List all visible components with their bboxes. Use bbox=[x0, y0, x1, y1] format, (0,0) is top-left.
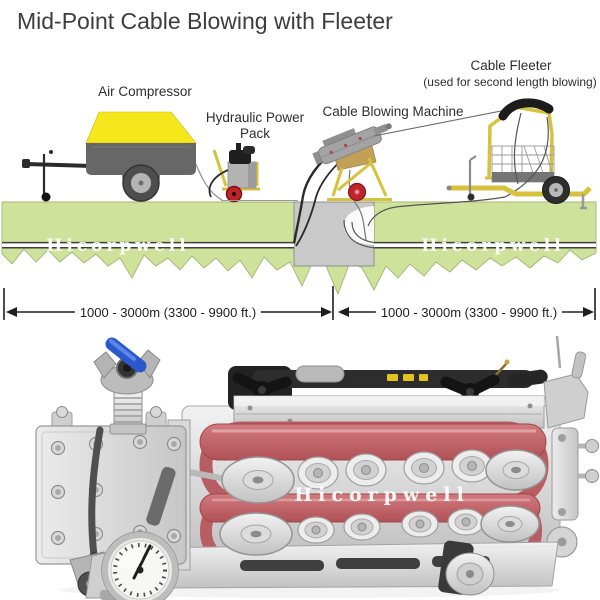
label-air-compressor: Air Compressor bbox=[98, 84, 192, 99]
watermark-right: Hicorpwell bbox=[421, 236, 565, 256]
air-compressor-illustration bbox=[22, 111, 223, 202]
machine-photo bbox=[35, 335, 599, 600]
small-roller bbox=[297, 456, 339, 490]
air-inlet-valve bbox=[93, 337, 161, 435]
label-cable-fleeter-note: (used for second length blowing) bbox=[423, 75, 597, 89]
underground-duct-right bbox=[374, 241, 596, 249]
label-cable-fleeter: Cable Fleeter bbox=[470, 58, 552, 73]
release-lever bbox=[88, 426, 104, 560]
right-end-bracket bbox=[543, 335, 599, 521]
cable-pit bbox=[293, 201, 375, 267]
base-plate bbox=[147, 541, 559, 589]
cable-blowing-machine-illustration bbox=[292, 123, 392, 247]
side-roller-hub bbox=[557, 537, 567, 547]
gauge-needle bbox=[132, 544, 152, 580]
measurement-label-right: 1000 - 3000m (3300 - 9900 ft.) bbox=[375, 304, 563, 321]
measurement-label-left: 1000 - 3000m (3300 - 9900 ft.) bbox=[74, 304, 262, 321]
small-roller bbox=[403, 451, 445, 485]
small-roller bbox=[297, 516, 335, 544]
blowing-cable bbox=[373, 108, 512, 137]
cable-guide-cap bbox=[498, 98, 554, 121]
small-roller bbox=[345, 453, 387, 487]
label-hydraulic-power-pack: Hydraulic Power Pack bbox=[206, 110, 304, 142]
hydraulic-power-pack-illustration bbox=[208, 143, 260, 203]
watermark-left: Hicorpwell bbox=[46, 236, 190, 256]
small-roller bbox=[447, 508, 485, 536]
caster-wheel-right bbox=[438, 540, 495, 596]
watermark-photo: Hicorpwell bbox=[294, 484, 470, 506]
cable-blowing-diagram bbox=[1, 98, 597, 320]
label-hydraulic-power-pack-line1: Hydraulic Power bbox=[205, 110, 305, 125]
underground-duct-left bbox=[2, 241, 294, 249]
label-hydraulic-power-pack-line2: Pack bbox=[239, 126, 271, 141]
page-title: Mid-Point Cable Blowing with Fleeter bbox=[17, 8, 393, 34]
roller-row-bottom bbox=[219, 505, 540, 556]
fleeter-ground-cable bbox=[367, 196, 506, 227]
roller-row-top bbox=[221, 449, 547, 504]
left-end-block bbox=[35, 406, 191, 571]
pressure-gauge bbox=[85, 531, 179, 600]
small-roller bbox=[401, 510, 439, 538]
small-roller bbox=[343, 513, 381, 541]
small-roller bbox=[451, 449, 493, 483]
label-cable-blowing-machine: Cable Blowing Machine bbox=[322, 104, 464, 119]
cable-fleeter-illustration bbox=[446, 98, 592, 210]
